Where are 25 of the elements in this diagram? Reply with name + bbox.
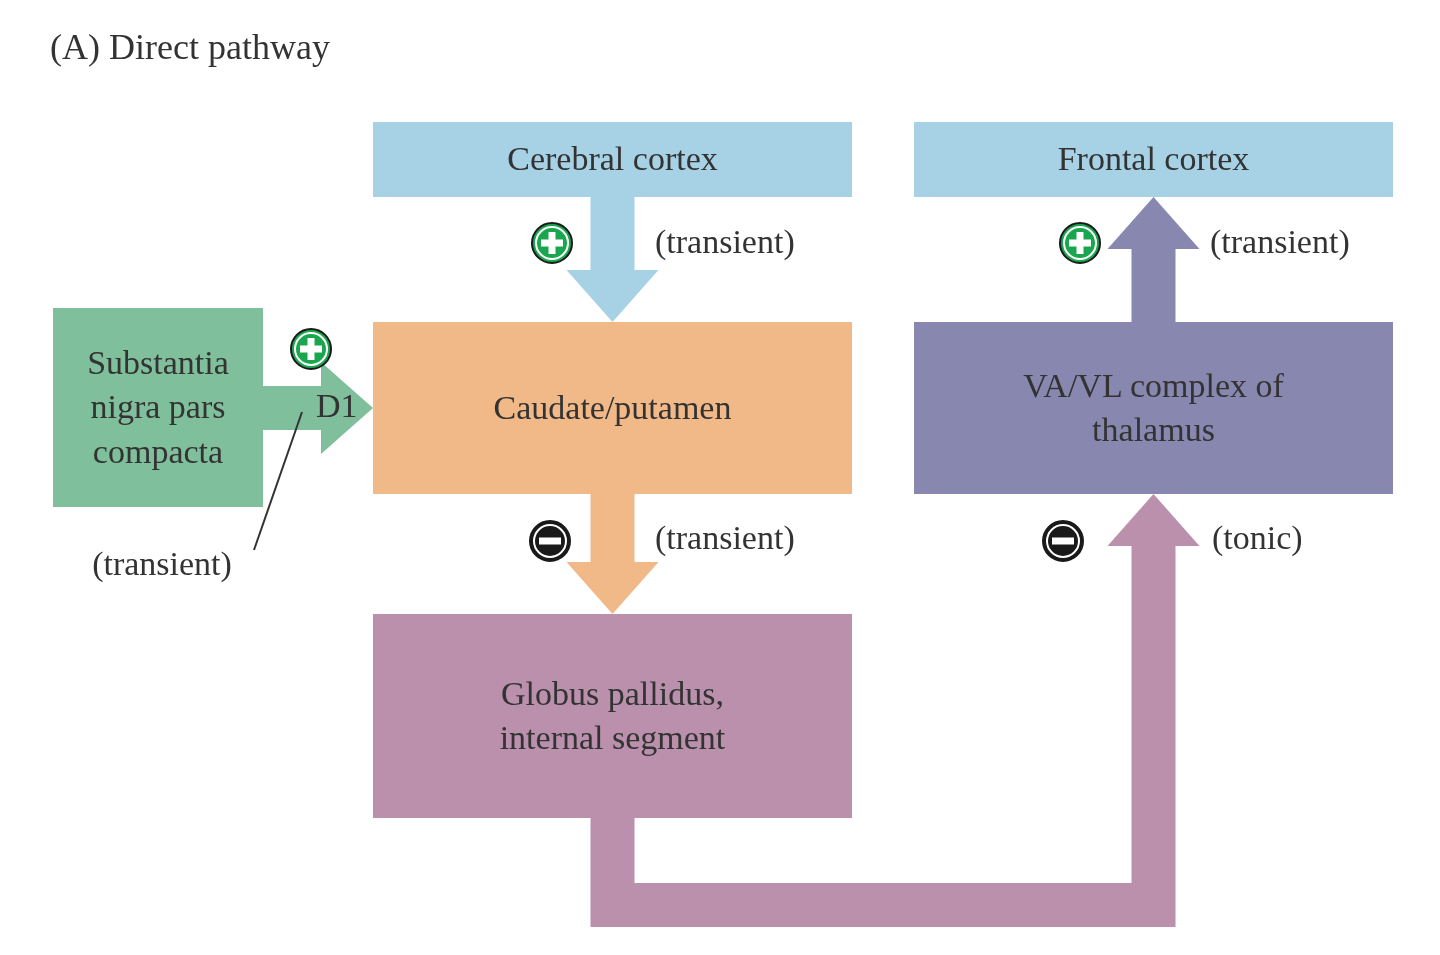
box-label: VA/VL complex of thalamus <box>1022 365 1285 450</box>
arrow <box>566 494 659 614</box>
region-box <box>53 308 263 507</box>
leader-line <box>253 411 303 551</box>
region-box <box>373 322 852 494</box>
box-label: Cerebral cortex <box>507 139 718 180</box>
edge-label: (transient) <box>1210 222 1350 262</box>
edge-label: (tonic) <box>1212 518 1303 558</box>
region-box <box>914 122 1393 197</box>
edge-label: D1 <box>316 386 358 426</box>
diagram-title: (A) Direct pathway <box>50 26 330 68</box>
box-label: Globus pallidus, internal segment <box>498 673 727 758</box>
region-box <box>373 122 852 197</box>
arrow <box>566 197 659 322</box>
box-label: Caudate/putamen <box>493 387 732 428</box>
box-label: Frontal cortex <box>1057 139 1250 180</box>
arrow <box>590 494 1200 927</box>
region-box <box>373 614 852 818</box>
region-box <box>914 322 1393 494</box>
arrow <box>1107 197 1200 322</box>
edge-label: (transient) <box>655 518 795 558</box>
box-label: Substantia nigra pars compacta <box>86 343 230 472</box>
edge-label: (transient) <box>655 222 795 262</box>
note-text: (transient) <box>92 543 232 584</box>
arrow <box>263 362 373 454</box>
